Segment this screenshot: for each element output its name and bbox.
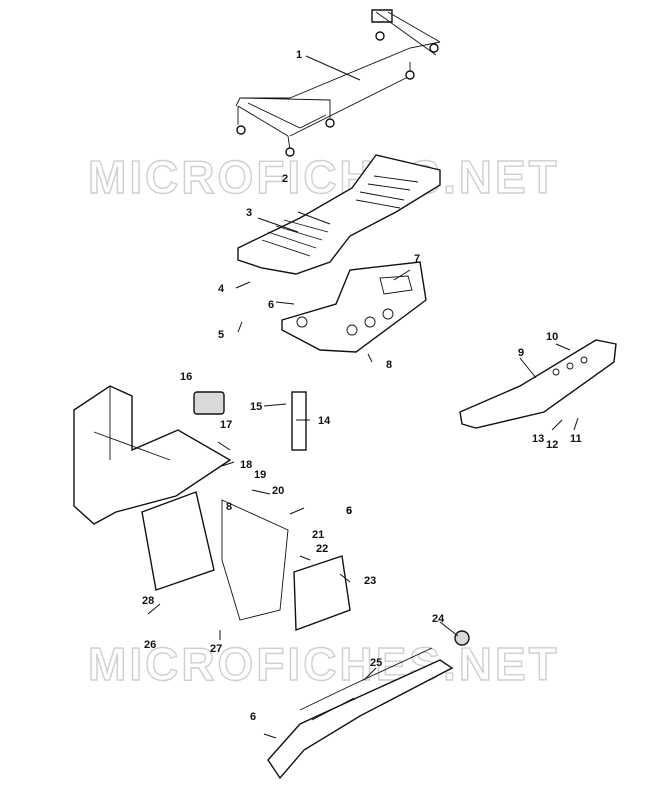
callout-7: 7 — [414, 253, 420, 265]
callout-6a: 6 — [268, 299, 274, 311]
rack-frame — [235, 9, 441, 157]
callout-15: 15 — [250, 401, 262, 413]
callout-5: 5 — [218, 329, 224, 341]
watermark-bottom: MICROFICHES.NET — [88, 638, 560, 690]
callout-13: 13 — [532, 433, 544, 445]
callout-24: 24 — [432, 613, 445, 625]
callout-19: 19 — [254, 469, 266, 481]
callout-11: 11 — [570, 433, 582, 445]
callouts: 1 2 3 4 5 6 6 6 6 7 8 8 9 10 11 12 13 14… — [142, 49, 582, 723]
bracket-14 — [291, 391, 307, 451]
callout-12: 12 — [546, 439, 558, 451]
callout-14: 14 — [318, 415, 331, 427]
callout-22: 22 — [316, 543, 328, 555]
vehicle-frame — [73, 385, 232, 525]
reflector-16 — [193, 391, 225, 415]
rear-bumper — [459, 339, 617, 429]
callout-6c: 6 — [250, 711, 256, 723]
callout-25: 25 — [370, 657, 382, 669]
callout-8b: 8 — [226, 501, 232, 513]
callout-9: 9 — [518, 347, 524, 359]
callout-20: 20 — [272, 485, 284, 497]
front-bumper — [267, 630, 470, 780]
callout-26: 26 — [144, 639, 156, 651]
callout-4: 4 — [218, 283, 225, 295]
leader-lines — [147, 55, 579, 739]
callout-6d: 6 — [346, 505, 352, 517]
callout-21: 21 — [312, 529, 324, 541]
bracket-plate — [281, 261, 427, 353]
muffler-guard — [141, 491, 351, 631]
callout-28: 28 — [142, 595, 154, 607]
callout-10: 10 — [546, 331, 558, 343]
callout-18: 18 — [240, 459, 252, 471]
callout-27: 27 — [210, 643, 222, 655]
callout-3: 3 — [246, 207, 252, 219]
callout-23: 23 — [364, 575, 376, 587]
callout-17: 17 — [220, 419, 232, 431]
watermark-top: MICROFICHES.NET — [88, 151, 560, 203]
callout-16: 16 — [180, 371, 192, 383]
rack-platform — [237, 154, 441, 275]
callout-1: 1 — [296, 49, 302, 61]
callout-6b: 6 — [346, 505, 352, 517]
callout-2: 2 — [282, 173, 288, 185]
callout-8a: 8 — [386, 359, 392, 371]
